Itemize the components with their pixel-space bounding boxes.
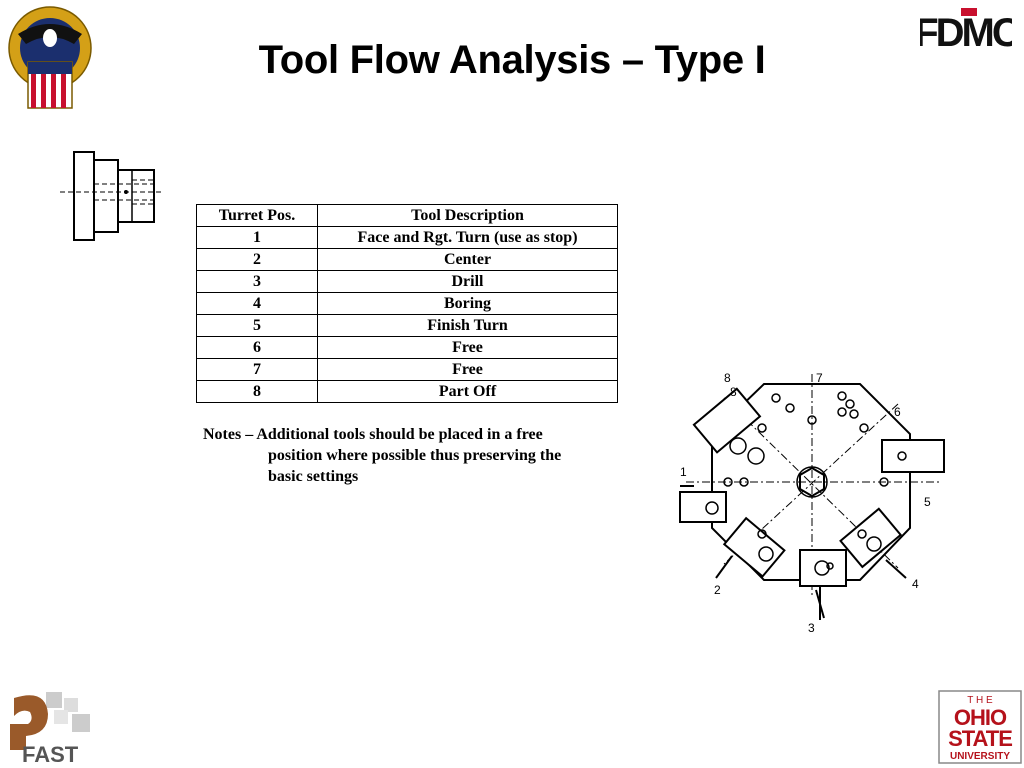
svg-text:7: 7 [816,371,823,385]
turret-drawing: 1 2 3 4 5 6 7 8 8 [679,371,945,635]
tool-description-cell: Part Off [317,380,618,403]
notes: Notes – Additional tools should be place… [203,424,623,487]
part-drawing [60,151,164,241]
tool-description-cell: Free [317,336,618,359]
tool-description-cell: Center [317,248,618,271]
notes-line-2: position where possible thus preserving … [268,447,562,464]
svg-text:FAST: FAST [22,742,79,766]
tool-description-cell: Free [317,358,618,381]
turret-pos-cell: 3 [196,270,318,293]
svg-text:1: 1 [680,465,687,479]
turret-pos-cell: 6 [196,336,318,359]
page-title: Tool Flow Analysis – Type I [258,38,766,82]
turret-pos-cell: 7 [196,358,318,381]
dla-seal-logo [8,6,92,109]
turret-pos-cell: 4 [196,292,318,315]
fast-logo: FAST [10,692,90,766]
turret-pos-cell: 5 [196,314,318,337]
svg-text:4: 4 [912,577,919,591]
fdmc-logo: FDMC [920,8,1012,54]
turret-pos-cell: 2 [196,248,318,271]
tool-description-cell: Finish Turn [317,314,618,337]
svg-text:8: 8 [730,385,737,399]
column-header-turret-pos: Turret Pos. [196,204,318,227]
svg-text:FDMC: FDMC [920,11,1012,54]
svg-text:3: 3 [808,621,815,635]
svg-text:8: 8 [724,371,731,385]
column-header-tool-description: Tool Description [317,204,618,227]
svg-text:UNIVERSITY: UNIVERSITY [950,751,1010,762]
tool-description-cell: Drill [317,270,618,293]
table-header-row: Turret Pos. Tool Description [196,204,618,227]
notes-line-1: Notes – Additional tools should be place… [203,426,543,443]
svg-text:5: 5 [924,495,931,509]
svg-text:2: 2 [714,583,721,597]
svg-text:STATE: STATE [948,726,1012,751]
tool-description-cell: Face and Rgt. Turn (use as stop) [317,226,618,249]
notes-line-3: basic settings [268,468,359,485]
ohio-state-logo: T H E OHIO STATE UNIVERSITY [938,690,1022,764]
turret-pos-cell: 8 [196,380,318,403]
svg-text:OHIO: OHIO [954,705,1007,730]
svg-text:6: 6 [894,405,901,419]
svg-text:T H E: T H E [967,695,993,706]
tool-description-cell: Boring [317,292,618,315]
turret-pos-cell: 1 [196,226,318,249]
